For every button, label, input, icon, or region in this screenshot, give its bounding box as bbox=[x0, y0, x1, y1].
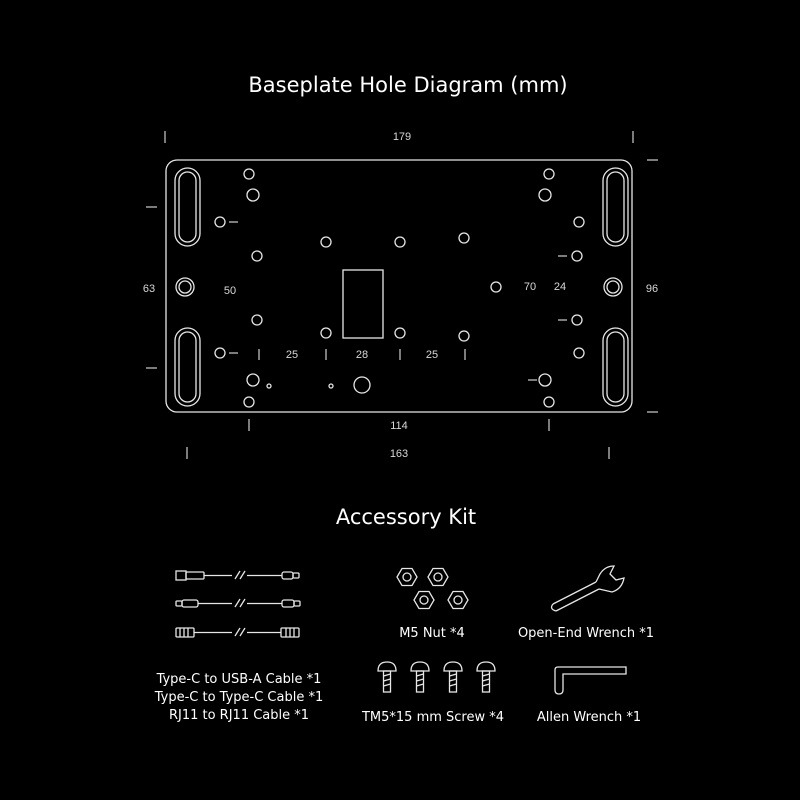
dim-right-inner-a: 70 bbox=[524, 281, 536, 293]
cable-1-label: Type-C to USB-A Cable *1 bbox=[156, 672, 322, 687]
dim-left-height: 63 bbox=[143, 283, 155, 295]
rj11-cable-icon bbox=[175, 627, 300, 638]
dim-total-width: 179 bbox=[393, 131, 411, 143]
wrench-label: Open-End Wrench *1 bbox=[518, 626, 654, 641]
hole-large-right bbox=[603, 277, 623, 297]
hole-large-left bbox=[175, 277, 195, 297]
screw-label: TM5*15 mm Screw *4 bbox=[361, 710, 504, 725]
nut-icons bbox=[396, 567, 469, 610]
dimension-marks: 179 114 163 63 96 50 70 24 25 28 25 bbox=[143, 131, 658, 460]
dim-left-inner: 50 bbox=[224, 285, 236, 297]
open-end-wrench-icon bbox=[550, 565, 625, 612]
slot-top-left bbox=[174, 167, 201, 247]
allen-wrench-label: Allen Wrench *1 bbox=[537, 710, 641, 725]
cable-icons bbox=[175, 570, 301, 638]
dim-right-height: 96 bbox=[646, 283, 658, 295]
baseplate bbox=[165, 159, 633, 413]
usb-a-cable-icon bbox=[175, 570, 300, 581]
nut-label: M5 Nut *4 bbox=[399, 626, 465, 641]
slot-top-right bbox=[602, 167, 629, 247]
usb-c-cable-icon bbox=[175, 598, 301, 608]
dim-inner-span: 114 bbox=[390, 420, 408, 432]
cable-3-label: RJ11 to RJ11 Cable *1 bbox=[169, 708, 309, 723]
cable-2-label: Type-C to Type-C Cable *1 bbox=[154, 690, 324, 705]
slot-bottom-right bbox=[602, 327, 629, 407]
dim-outer-span: 163 bbox=[390, 448, 408, 460]
allen-wrench-icon bbox=[554, 666, 627, 695]
leader-dashes bbox=[229, 221, 567, 381]
dim-right-inner-b: 24 bbox=[554, 281, 566, 293]
dim-spacing-a: 25 bbox=[286, 349, 298, 361]
screw-icons bbox=[377, 661, 496, 693]
slot-bottom-left bbox=[174, 327, 201, 407]
hole-large-bottom bbox=[353, 376, 371, 394]
center-cutout bbox=[342, 269, 384, 339]
accessory-title: Accessory Kit bbox=[336, 505, 476, 529]
mounting-holes bbox=[214, 168, 585, 408]
diagram-title: Baseplate Hole Diagram (mm) bbox=[248, 73, 567, 97]
dim-spacing-b: 28 bbox=[356, 349, 368, 361]
baseplate-outline bbox=[165, 159, 633, 413]
dim-spacing-c: 25 bbox=[426, 349, 438, 361]
